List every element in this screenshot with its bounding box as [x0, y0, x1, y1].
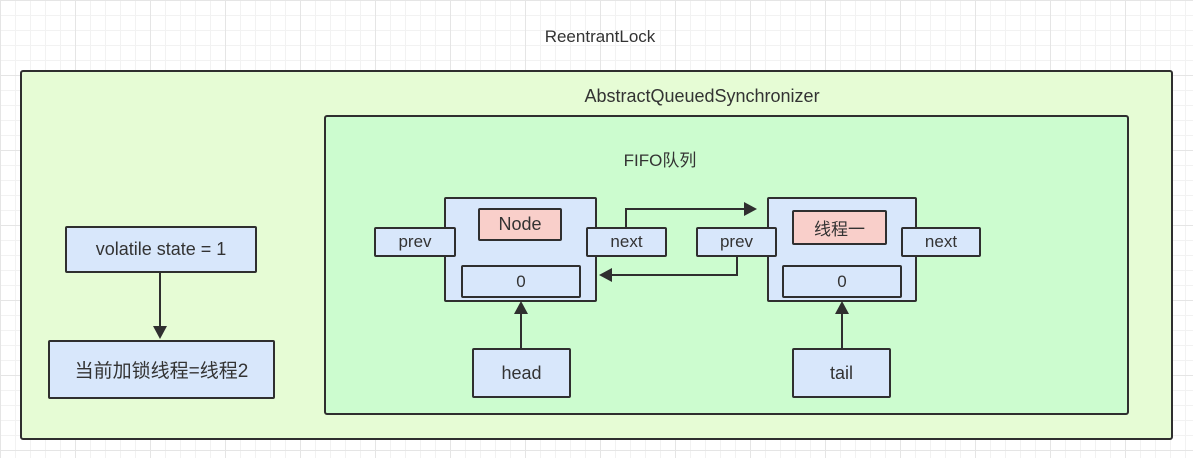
fifo-queue-container[interactable]: FIFO队列 Node prev next 0 线程一 prev next 0	[324, 115, 1129, 415]
aqs-label: AbstractQueuedSynchronizer	[584, 85, 820, 106]
tail-pointer-box[interactable]: tail	[792, 348, 891, 398]
queue-node-2-label[interactable]: 线程一	[792, 210, 887, 245]
queue-node-1-prev-pointer[interactable]: prev	[374, 227, 456, 257]
arrow-state-to-owner-line	[159, 273, 161, 326]
arrow-prev-pointer-vertical	[736, 257, 738, 275]
queue-node-1-label[interactable]: Node	[478, 208, 562, 241]
queue-node-2-prev-pointer[interactable]: prev	[696, 227, 777, 257]
queue-node-2-next-pointer[interactable]: next	[901, 227, 981, 257]
diagram-title[interactable]: ReentrantLock	[544, 27, 656, 46]
arrow-tail-to-node-head	[835, 301, 849, 314]
arrow-head-to-node-line	[520, 314, 522, 348]
arrow-next-pointer-vertical	[625, 209, 627, 227]
aqs-container[interactable]: AbstractQueuedSynchronizer volatile stat…	[20, 70, 1173, 440]
queue-node-1-value-box[interactable]: 0	[461, 265, 581, 298]
arrow-next-pointer-horizontal	[625, 208, 744, 210]
fifo-queue-label: FIFO队列	[623, 150, 697, 170]
queue-node-1-next-pointer[interactable]: next	[586, 227, 667, 257]
arrow-next-pointer-head	[744, 202, 757, 216]
arrow-tail-to-node-line	[841, 314, 843, 348]
queue-node-2-value-box[interactable]: 0	[782, 265, 902, 298]
state-box[interactable]: volatile state = 1	[65, 226, 257, 273]
owner-thread-box[interactable]: 当前加锁线程=线程2	[48, 340, 275, 399]
arrow-state-to-owner-head	[153, 326, 167, 339]
head-pointer-box[interactable]: head	[472, 348, 571, 398]
arrow-prev-pointer-head	[599, 268, 612, 282]
arrow-prev-pointer-horizontal	[612, 274, 738, 276]
arrow-head-to-node-head	[514, 301, 528, 314]
